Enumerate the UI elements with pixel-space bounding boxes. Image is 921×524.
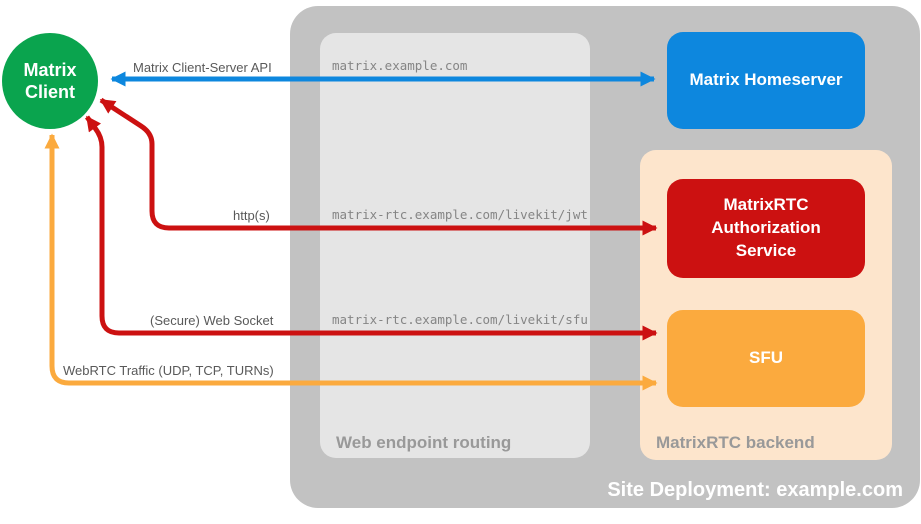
auth-service-node: MatrixRTC Authorization Service (667, 179, 865, 278)
sfu-node-label: SFU (749, 348, 783, 368)
endpoint-url-homeserver: matrix.example.com (332, 58, 468, 73)
connection-label-webrtc: WebRTC Traffic (UDP, TCP, TURNs) (63, 363, 274, 378)
homeserver-node-label: Matrix Homeserver (689, 70, 843, 90)
sfu-node: SFU (667, 310, 865, 407)
endpoint-url-sfu: matrix-rtc.example.com/livekit/sfu (332, 312, 588, 327)
matrix-client-node: Matrix Client (2, 33, 98, 129)
site-deployment-title: Site Deployment: example.com (607, 479, 903, 501)
homeserver-node: Matrix Homeserver (667, 32, 865, 129)
auth-service-node-label: MatrixRTC Authorization Service (711, 195, 821, 260)
web-endpoint-routing-panel (320, 33, 590, 458)
connection-label-client-server-api: Matrix Client-Server API (133, 60, 272, 75)
matrixrtc-backend-label: MatrixRTC backend (656, 433, 815, 452)
web-endpoint-routing-label: Web endpoint routing (336, 433, 512, 452)
connection-label-https: http(s) (233, 208, 270, 223)
matrix-client-label-line2: Client (24, 82, 75, 102)
endpoint-url-jwt: matrix-rtc.example.com/livekit/jwt (332, 207, 588, 222)
connection-label-websocket: (Secure) Web Socket (150, 313, 274, 328)
matrix-client-label-line1: Matrix (23, 59, 77, 80)
